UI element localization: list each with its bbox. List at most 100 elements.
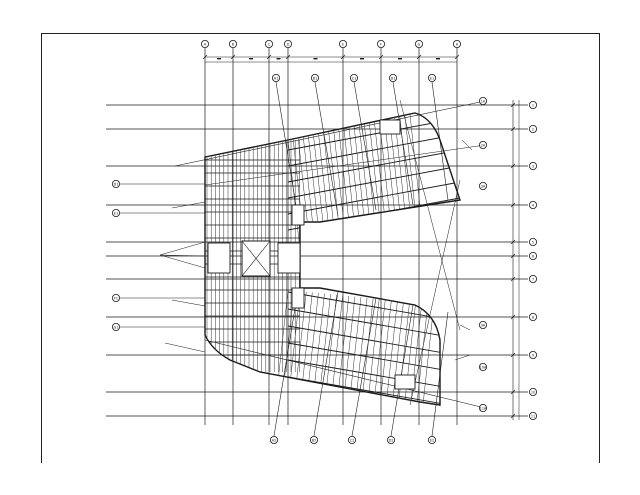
grid-bubble: A2 xyxy=(269,435,278,444)
joist xyxy=(292,138,306,249)
joist xyxy=(389,118,402,229)
grid-bubble-label: A2 xyxy=(272,438,276,442)
grid-bubble: B1 xyxy=(310,74,319,83)
grid-bubble-label: D1 xyxy=(391,76,396,80)
dimension-tick xyxy=(313,58,318,60)
grid-bubble-label: D2 xyxy=(389,438,394,442)
grid-bubble-label: 10 xyxy=(531,390,535,394)
construction-line xyxy=(399,99,461,331)
dimension-tick xyxy=(510,202,516,208)
grid-bubble-label: 9 xyxy=(532,353,534,357)
grid-bubble-label: 8 xyxy=(532,315,534,319)
grid-bubble-label: 3A xyxy=(481,184,486,188)
joist xyxy=(379,300,392,405)
grid-bubble: 2A xyxy=(478,140,487,149)
grid-bubble-label: 7 xyxy=(532,277,534,281)
grid-bubble: 3 xyxy=(529,161,538,170)
dimension-tick xyxy=(398,58,402,60)
beam xyxy=(287,133,460,167)
dimension-tick xyxy=(510,253,516,259)
dimension-tick xyxy=(510,102,516,108)
grid-bubble: 4 xyxy=(529,200,538,209)
shaft-opening xyxy=(207,242,231,274)
grid-bubble-label: B xyxy=(232,42,235,46)
joist xyxy=(363,123,377,234)
leader-line xyxy=(159,254,206,257)
joist xyxy=(358,124,372,235)
dimension-tick xyxy=(510,239,516,245)
core-cross xyxy=(241,240,271,277)
grid-bubble: 7 xyxy=(529,274,538,283)
joist xyxy=(308,135,321,246)
grid-bubble-label: 1A xyxy=(481,99,486,103)
grid-bubble-label: 2 xyxy=(532,127,534,131)
joist xyxy=(384,119,397,230)
leader-line xyxy=(459,324,471,331)
beam xyxy=(287,308,451,338)
dimension-tick xyxy=(276,58,281,60)
drawing-border xyxy=(41,33,600,463)
grid-bubble: 1A xyxy=(478,97,487,106)
grid-bubble-label: C2 xyxy=(350,438,355,442)
leader-line xyxy=(461,139,473,151)
grid-bubble: F xyxy=(376,40,385,49)
grid-bubble-label: E xyxy=(342,42,344,46)
dimension-tick xyxy=(510,126,516,132)
grid-bubble-label: E1 xyxy=(114,211,118,215)
beam xyxy=(287,291,451,321)
joist xyxy=(373,299,386,405)
grid-bubble-label: 2A xyxy=(481,143,486,147)
grid-bubble-label: 10A xyxy=(480,365,487,369)
grid-bubble: 2 xyxy=(529,125,538,134)
beam xyxy=(287,359,451,389)
joist xyxy=(409,303,423,405)
joist xyxy=(391,301,404,405)
slab-outline xyxy=(204,112,461,406)
grid-bubble: 5 xyxy=(529,237,538,246)
grid-bubble-label: B2 xyxy=(312,438,316,442)
grid-bubble-label: 11 xyxy=(531,414,535,418)
grid-bubble: B2 xyxy=(309,435,318,444)
dimension-tick xyxy=(266,54,272,60)
diagonal-grid-line xyxy=(204,339,486,409)
joist xyxy=(318,133,331,244)
diagonal-grid-line xyxy=(313,291,339,437)
grid-bubble: A1 xyxy=(271,74,280,83)
grid-bubble: E1 xyxy=(427,74,436,83)
joist xyxy=(354,297,368,405)
grid-bubble-label: A1 xyxy=(274,76,278,80)
joist xyxy=(328,131,341,242)
joist xyxy=(369,122,382,233)
grid-bubble-label: C xyxy=(268,42,271,46)
stair-opening xyxy=(394,374,416,390)
beam xyxy=(287,376,451,405)
joist xyxy=(300,292,313,403)
elevator-core xyxy=(277,242,301,274)
joist xyxy=(275,289,289,401)
dimension-tick xyxy=(436,58,440,60)
diagonal-grid-line xyxy=(353,81,377,211)
dimension-tick xyxy=(340,54,346,60)
grid-bubble: 8 xyxy=(529,312,538,321)
grid-bubble-label: 5 xyxy=(532,240,534,244)
grid-bubble: D1 xyxy=(112,179,121,188)
construction-line xyxy=(409,179,461,406)
shaft-opening xyxy=(291,204,305,226)
floor-slab xyxy=(204,112,461,406)
dimension-tick xyxy=(285,54,291,60)
dimension-tick xyxy=(510,276,516,282)
grid-bubble-label: H xyxy=(456,42,459,46)
dimension-tick xyxy=(510,314,516,320)
joist xyxy=(348,297,362,405)
grid-bubble-label: 1 xyxy=(532,103,534,107)
grid-bubble: E2 xyxy=(427,435,436,444)
grid-bubble-label: G1 xyxy=(114,325,119,329)
dimension-tick xyxy=(378,54,384,60)
grid-bubble: G xyxy=(414,40,423,49)
dimension-tick xyxy=(416,54,422,60)
joist xyxy=(333,130,346,241)
grid-bubble: F1 xyxy=(112,293,121,302)
joist xyxy=(302,136,316,247)
grid-bubble: D1 xyxy=(388,74,397,83)
